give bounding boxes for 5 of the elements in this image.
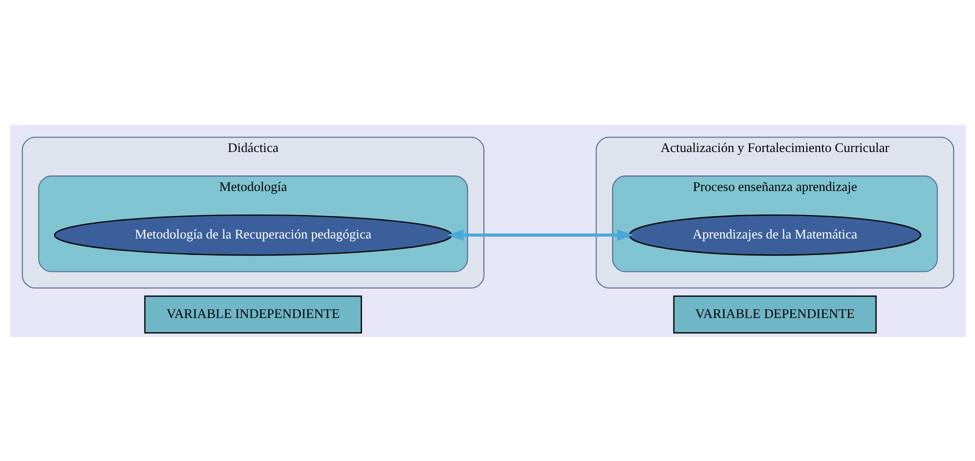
node-box: VARIABLE INDEPENDIENTE <box>144 295 362 334</box>
node-ellipse: Aprendizajes de la Matemática <box>628 214 921 256</box>
arrow <box>446 228 634 240</box>
node-ellipse: Metodología de la Recuperación pedagógica <box>53 214 452 256</box>
node-box: VARIABLE DEPENDIENTE <box>672 295 876 334</box>
